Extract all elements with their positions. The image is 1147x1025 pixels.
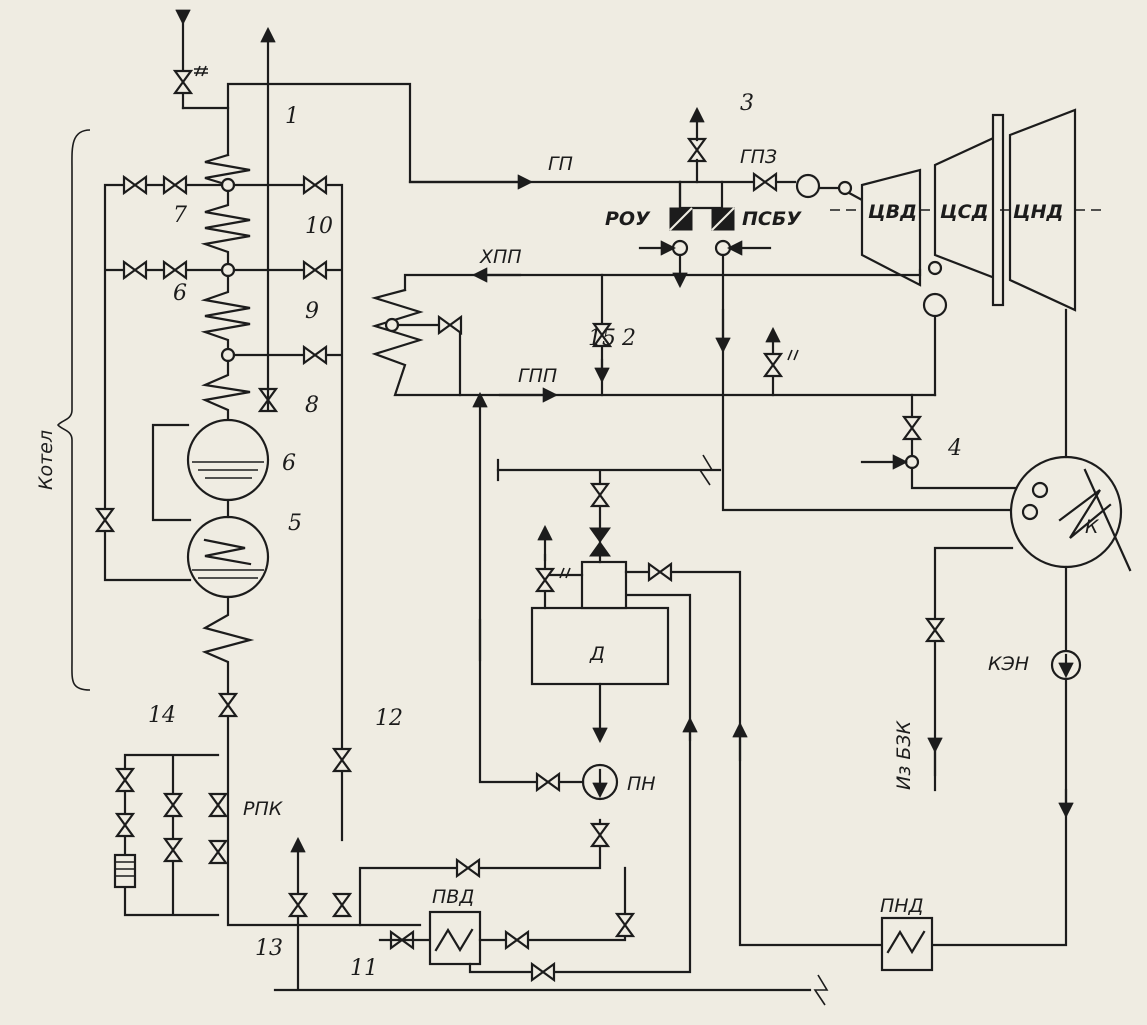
reheat-vent-valve[interactable]: [763, 352, 783, 378]
label-from-bzk: Из БЗК: [893, 719, 915, 790]
drum-lower: [186, 515, 270, 599]
label-psbu: ПСБУ: [742, 208, 802, 230]
start-valve-14d[interactable]: [163, 837, 183, 863]
label-pn: ПН: [627, 773, 656, 795]
callout-4: 4: [947, 436, 962, 461]
label-rou: РОУ: [605, 208, 651, 230]
callout-11: 11: [350, 956, 378, 981]
callout-1: 1: [285, 104, 299, 129]
label-ken: КЭН: [988, 653, 1029, 675]
deaerator-vent-valve[interactable]: [535, 567, 555, 593]
labels: Котел ГП ГПЗ РОУ ПСБУ ХПП ГПП ЦВД ЦСД ЦН…: [35, 91, 1100, 981]
label-gpz: ГПЗ: [740, 146, 777, 168]
label-csd: ЦСД: [940, 201, 989, 223]
superheater-coil-mid: [200, 189, 251, 267]
label-pnd: ПНД: [880, 895, 923, 917]
attemp-valve-2a[interactable]: [122, 260, 148, 280]
pvd-outlet-valve[interactable]: [504, 930, 530, 950]
valve-4[interactable]: [902, 415, 922, 441]
callout-14: 14: [148, 703, 176, 728]
label-hpp: ХПП: [479, 246, 522, 268]
throttle-device: [113, 853, 137, 889]
attemp-valve-2b[interactable]: [162, 260, 188, 280]
deaerator-steam-valve[interactable]: [590, 482, 610, 508]
label-gp: ГП: [548, 153, 573, 175]
attemp-valve-1a[interactable]: [122, 175, 148, 195]
deaerator-column: [580, 560, 628, 610]
callout-8: 8: [305, 393, 319, 418]
feed-pump-discharge-valve[interactable]: [590, 822, 610, 848]
turbine-section: [371, 108, 1132, 972]
deaerator-regulator: [589, 527, 611, 557]
valve-13b[interactable]: [332, 892, 352, 918]
attemp-valve-3[interactable]: [95, 507, 115, 533]
callout-2: 2: [621, 326, 636, 351]
valve-3[interactable]: [687, 137, 707, 163]
callout-7: 7: [173, 203, 187, 228]
vent-valve-top[interactable]: [173, 69, 193, 95]
boiler-bracket: [56, 129, 91, 691]
stop-valve-2: [837, 180, 853, 196]
main-steam-valve[interactable]: [752, 172, 778, 192]
inj-valve-10[interactable]: [302, 175, 328, 195]
boiler-section: [56, 9, 812, 992]
callout-15: 15: [588, 326, 616, 351]
callout-3: 3: [740, 91, 754, 116]
inj-valve-8[interactable]: [302, 345, 328, 365]
attemp-valve-1b[interactable]: [162, 175, 188, 195]
stop-valve-1: [795, 173, 821, 199]
boiler-label: Котел: [35, 430, 57, 490]
reheat-attemp-valve[interactable]: [437, 315, 463, 335]
bypass-valve-pvd[interactable]: [455, 858, 481, 878]
pvd-valve-right[interactable]: [615, 912, 635, 938]
label-pvd: ПВД: [432, 886, 474, 908]
callout-10: 10: [305, 214, 333, 239]
pvd-drain-valve[interactable]: [530, 962, 556, 982]
callout-5: 5: [288, 511, 302, 536]
callout-6: 6: [282, 451, 296, 476]
condensate-inlet-valve[interactable]: [647, 562, 673, 582]
reheater-coil: [371, 288, 937, 397]
condenser-makeup-valve[interactable]: [925, 617, 945, 643]
feed-pump-recirc-valve[interactable]: [535, 772, 561, 792]
feedwater-section: [358, 391, 882, 1006]
label-rpk: РПК: [243, 798, 284, 820]
superheater-coil-lower: [200, 274, 251, 352]
callout-6b: 6: [173, 281, 187, 306]
rpk-valve[interactable]: [208, 792, 228, 818]
valve-13a[interactable]: [288, 892, 308, 918]
callout-9: 9: [305, 299, 319, 324]
label-k: К: [1085, 516, 1100, 538]
drum-upper: [186, 418, 270, 502]
lp-cylinder: [1008, 108, 1077, 312]
callout-13: 13: [255, 936, 283, 961]
feed-valve-boiler[interactable]: [218, 692, 238, 718]
rpk-valve-2[interactable]: [208, 839, 228, 865]
valve-12[interactable]: [332, 747, 352, 773]
start-valve-14a[interactable]: [115, 767, 135, 793]
inj-valve-9[interactable]: [302, 260, 328, 280]
callout-12: 12: [375, 706, 403, 731]
hp-cylinder: [860, 168, 922, 287]
hp-heater: [428, 910, 482, 966]
start-valve-14c[interactable]: [163, 792, 183, 818]
label-cnd: ЦНД: [1013, 201, 1063, 223]
superheater-coil-upper: [204, 153, 251, 187]
label-gpp: ГПП: [518, 365, 557, 387]
label-d: Д: [589, 643, 605, 665]
start-valve-14b[interactable]: [115, 812, 135, 838]
label-cvd: ЦВД: [868, 201, 917, 223]
